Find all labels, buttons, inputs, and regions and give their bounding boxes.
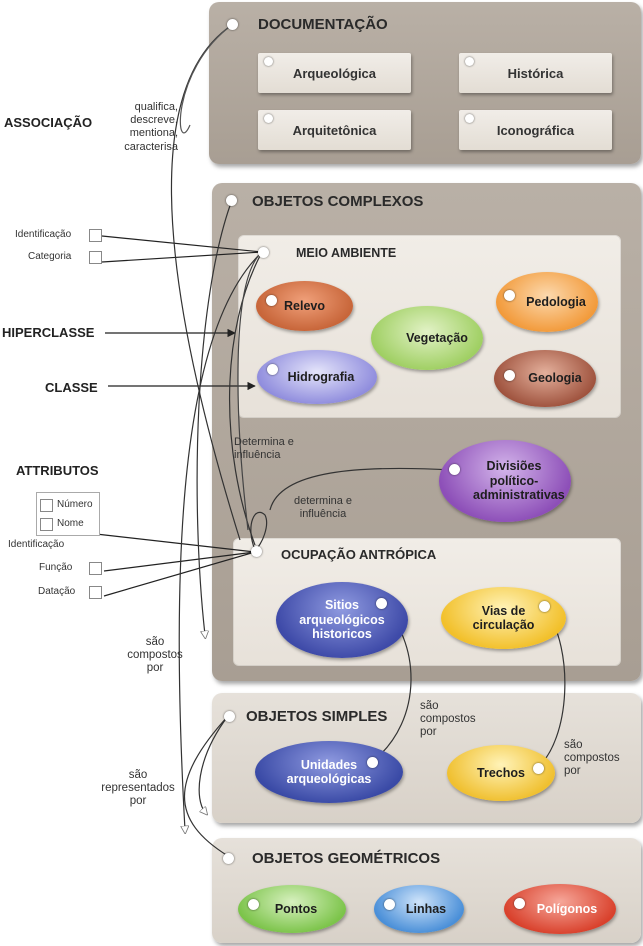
attr-identificacao: Identificação: [8, 539, 65, 550]
class-attr-categoria-checkbox: [89, 251, 102, 264]
pedologia-node: Pedologia: [496, 272, 598, 332]
trechos-node: Trechos: [447, 745, 555, 801]
documentacao-title: DOCUMENTAÇÃO: [258, 16, 388, 33]
node-icon: [465, 57, 474, 66]
objetos-complexos-title: OBJETOS COMPLEXOS: [252, 193, 424, 210]
attr-datacao: Datação: [38, 586, 76, 597]
node-icon: [539, 601, 550, 612]
associacao-heading: ASSOCIAÇÃO: [4, 115, 93, 130]
ocupacao-title: OCUPAÇÃO ANTRÓPICA: [281, 547, 437, 562]
attr-nome: Nome: [57, 518, 84, 529]
objetos-simples-node-icon: [224, 711, 235, 722]
objetos-geometricos-node-icon: [223, 853, 234, 864]
representados-label: são representados por: [101, 769, 175, 808]
divisoes-node: Divisiões político-administrativas: [439, 440, 571, 522]
association-verbs: qualifica, descreve, mentiona, caracteri…: [124, 101, 178, 153]
node-icon: [264, 57, 273, 66]
unidades-node: Unidades arqueológicas: [255, 741, 403, 803]
determina-label-2: determina e influência: [293, 495, 353, 520]
objetos-geometricos-title: OBJETOS GEOMÉTRICOS: [252, 850, 441, 867]
node-icon: [266, 295, 277, 306]
attr-funcao-checkbox: [89, 562, 102, 575]
meio-ambiente-title: MEIO AMBIENTE: [296, 246, 397, 260]
compostos-label-1: são compostos por: [127, 636, 183, 675]
hidrografia-node: Hidrografia: [257, 350, 377, 404]
node-icon: [504, 370, 515, 381]
attr-datacao-checkbox: [89, 586, 102, 599]
node-icon: [504, 290, 515, 301]
compostos-label-3: são compostos por: [564, 739, 620, 778]
determina-label-1: Determina e influência: [234, 436, 294, 461]
objetos-simples-title: OBJETOS SIMPLES: [246, 708, 388, 725]
linhas-node: Linhas: [374, 885, 464, 933]
ocupacao-node-icon: [251, 546, 262, 557]
attr-nome-checkbox: [40, 518, 53, 531]
attr-numero-checkbox: [40, 499, 53, 512]
meio-ambiente-node-icon: [258, 247, 269, 258]
node-icon: [367, 757, 378, 768]
classe-heading: CLASSE: [45, 380, 98, 395]
node-icon: [465, 114, 474, 123]
doc-historica: Histórica: [459, 53, 612, 93]
class-attr-identificacao: Identificação: [15, 229, 72, 240]
class-attr-identificacao-checkbox: [89, 229, 102, 242]
hiperclasse-heading: HIPERCLASSE: [2, 325, 95, 340]
node-icon: [449, 464, 460, 475]
geologia-node: Geologia: [494, 350, 596, 407]
documentacao-node-icon: [227, 19, 238, 30]
compostos-label-2: são compostos por: [420, 700, 476, 739]
pontos-node: Pontos: [238, 885, 346, 933]
attributos-heading: ATTRIBUTOS: [16, 463, 99, 478]
poligonos-node: Polígonos: [504, 884, 616, 934]
vias-node: Vias de circulação: [441, 587, 566, 649]
attr-funcao: Função: [39, 562, 73, 573]
relevo-node: Relevo: [256, 281, 353, 331]
attr-numero: Número: [57, 499, 93, 510]
node-icon: [384, 899, 395, 910]
sitios-node: Sitios arqueológicos historicos: [276, 582, 408, 658]
node-icon: [248, 899, 259, 910]
node-icon: [264, 114, 273, 123]
node-icon: [376, 598, 387, 609]
vegetacao-node: Vegetação: [371, 306, 483, 370]
node-icon: [514, 898, 525, 909]
doc-arquitetonica: Arquitetônica: [258, 110, 411, 150]
objetos-complexos-node-icon: [226, 195, 237, 206]
node-icon: [533, 763, 544, 774]
doc-iconografica: Iconográfica: [459, 110, 612, 150]
class-attr-categoria: Categoria: [28, 251, 72, 262]
doc-arqueologica: Arqueológica: [258, 53, 411, 93]
node-icon: [267, 364, 278, 375]
